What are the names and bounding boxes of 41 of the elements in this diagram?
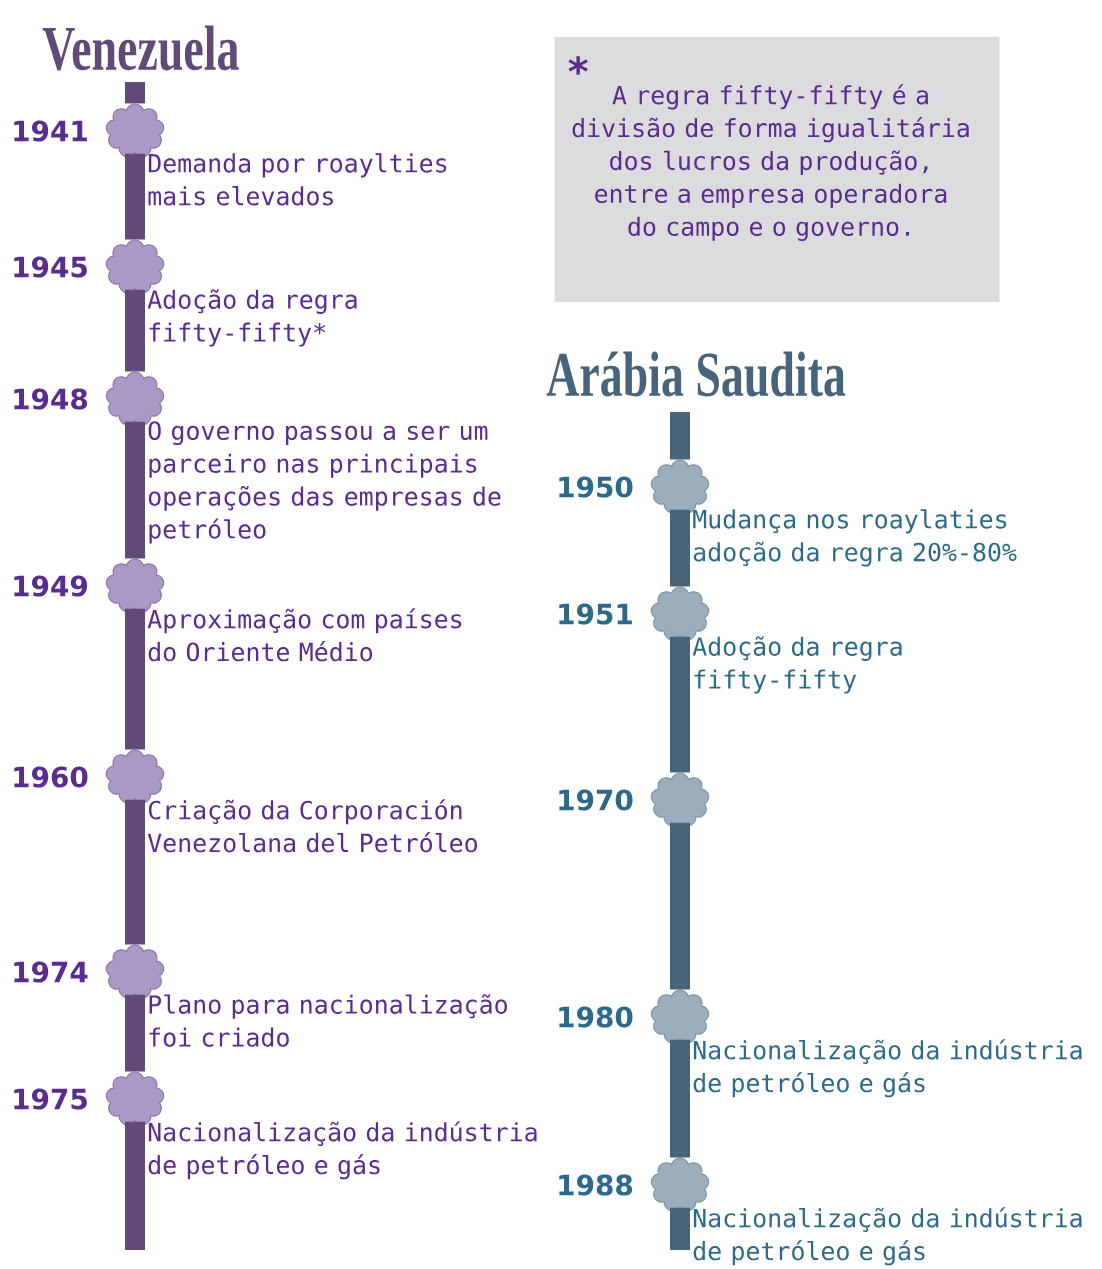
year-label: 1948 (14, 388, 88, 410)
year-label: 1960 (14, 766, 88, 788)
event-text: O governo passou a ser um parceiro nas principais operações das empresas de petróleo (148, 421, 501, 544)
timeline-bar (670, 1039, 690, 1158)
asterisk: * (568, 56, 588, 75)
timeline-bar (670, 636, 690, 773)
event-text: Demanda por roaylties mais elevados (148, 153, 447, 206)
event-text: Criação da Corporación Venezolana del Petróleo (147, 799, 477, 853)
timeline-title: Arábia Saudita (546, 351, 846, 397)
timeline-bar (125, 153, 145, 240)
event-text: Nacionalização da indústria de petróleo e gás (693, 1207, 1082, 1266)
year-label: 1975 (14, 1088, 87, 1110)
timeline-bar (670, 412, 690, 460)
year-label: 1974 (14, 961, 88, 983)
event-text: Mudança nos roaylaties adoção da regra 20%-80% (693, 509, 1017, 567)
year-label: 1950 (559, 476, 633, 498)
year-label: 1949 (14, 575, 88, 597)
event-text: Nacionalização da indústria de petróleo e gás (148, 1121, 537, 1180)
year-label: 1980 (559, 1006, 633, 1028)
timeline-bar (125, 1121, 145, 1250)
event-text: Nacionalização da indústria de petróleo e gás (693, 1039, 1082, 1098)
event-text: Adoção da regra fifty-fifty (692, 636, 902, 694)
timeline-bar (125, 421, 145, 559)
event-text: Plano para nacionalização foi criado (149, 994, 507, 1047)
timeline-bar (670, 1207, 690, 1250)
timeline-bar (125, 799, 145, 945)
timeline-title: Venezuela (42, 25, 239, 71)
year-label: 1988 (559, 1174, 633, 1196)
timeline-bar (670, 822, 690, 990)
event-text: Aproximação com países do Oriente Médio (147, 608, 462, 662)
year-label: 1970 (559, 789, 633, 811)
timeline-bar (125, 608, 145, 750)
timeline-bar (125, 82, 145, 104)
event-text: Adoção da regra fifty-fifty* (147, 289, 357, 347)
note-text: A regra fifty-fifty é a divisão de forma igualitária dos lucros da produção, entre a empresa operadora do campo e o governo. (572, 84, 969, 241)
timeline-bar (125, 289, 145, 372)
year-label: 1951 (559, 603, 632, 625)
note-box (554, 37, 1000, 302)
year-label: 1941 (14, 120, 87, 142)
year-label: 1945 (14, 256, 87, 278)
cloud-marker (650, 772, 710, 827)
